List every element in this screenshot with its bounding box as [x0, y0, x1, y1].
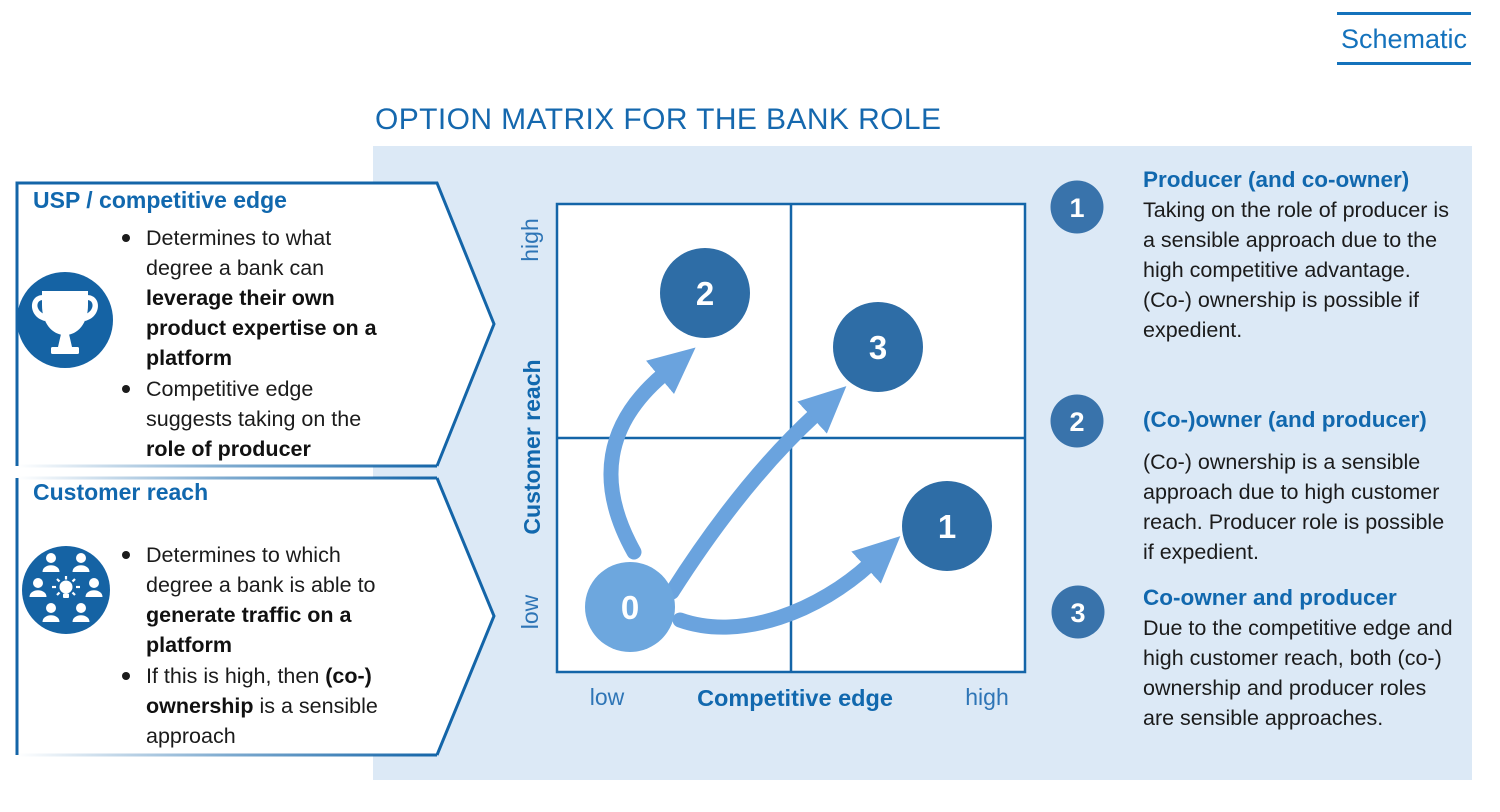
note-body: Taking on the role of producer is a sens… — [1143, 198, 1449, 342]
note-co-owner: (Co-)owner (and producer) (Co-) ownershi… — [1143, 407, 1471, 567]
x-axis-title: Competitive edge — [697, 685, 893, 711]
arrow-0-to-2 — [603, 347, 696, 560]
note-producer: Producer (and co-owner) Taking on the ro… — [1143, 167, 1471, 345]
badge-label-3: 3 — [1070, 598, 1085, 628]
callout-reach-border — [15, 477, 496, 756]
person-glyphs — [29, 553, 103, 622]
people-network-icon — [22, 546, 110, 634]
arrow-0-to-3 — [664, 386, 847, 600]
note-heading: Producer (and co-owner) — [1143, 167, 1410, 192]
note-body: (Co-) ownership is a sensible approach d… — [1143, 450, 1445, 564]
badge-circle-3 — [1051, 585, 1105, 639]
option-points: 0 1 2 3 — [585, 248, 992, 652]
matrix: high Customer reach low low Competitive … — [517, 202, 1027, 711]
bullet-text: If this is high, then (co-) ownership is… — [146, 664, 378, 748]
badge-circle-2 — [1050, 394, 1104, 448]
point-label-2: 2 — [696, 275, 714, 312]
point-label-3: 3 — [869, 329, 887, 366]
y-axis-low-label: low — [517, 594, 543, 629]
bullet-text: Competitive edge suggests taking on the … — [146, 377, 362, 461]
callout-usp-heading: USP / competitive edge — [33, 187, 287, 213]
point-circle-3 — [833, 302, 923, 392]
trophy-icon — [17, 272, 113, 368]
page-title: OPTION MATRIX FOR THE BANK ROLE — [375, 103, 942, 136]
bullet-marker — [122, 672, 130, 680]
callout-usp-bullets: Determines to what degree a bank can lev… — [122, 223, 406, 465]
lightbulb-glyph — [52, 576, 80, 598]
point-circle-1 — [902, 481, 992, 571]
callout-usp-border — [15, 181, 496, 467]
x-axis-low-label: low — [590, 684, 625, 710]
y-axis-title: Customer reach — [519, 359, 545, 534]
bullet-text: Determines to which degree a bank is abl… — [146, 543, 376, 657]
note-body: Due to the competitive edge and high cus… — [1143, 616, 1453, 730]
callout-reach-heading: Customer reach — [33, 479, 209, 505]
bullet-text: Determines to what degree a bank can lev… — [146, 226, 377, 370]
badge-label-2: 2 — [1069, 407, 1084, 437]
callout-reach-bullets: Determines to which degree a bank is abl… — [122, 540, 406, 752]
bullet-item: Competitive edge suggests taking on the … — [122, 374, 406, 464]
badge-label-1: 1 — [1069, 193, 1084, 223]
bullet-marker — [122, 385, 130, 393]
callout-usp-shape — [15, 181, 496, 468]
callout-reach-border-fade — [17, 476, 437, 757]
point-label-1: 1 — [938, 508, 956, 545]
note-heading: (Co-)owner (and producer) — [1143, 407, 1427, 432]
point-circle-2 — [660, 248, 750, 338]
bullet-marker — [122, 234, 130, 242]
callout-usp-fill — [17, 183, 494, 466]
note-badges: 1 2 3 — [1050, 180, 1105, 639]
point-circle-0 — [585, 562, 675, 652]
arrow-0-to-1 — [672, 536, 901, 635]
callout-reach-shape — [15, 476, 496, 757]
callout-reach-fill — [17, 478, 494, 755]
bullet-marker — [122, 551, 130, 559]
transition-arrows — [603, 347, 901, 635]
note-heading: Co-owner and producer — [1143, 585, 1397, 610]
point-label-0: 0 — [621, 589, 639, 626]
bullet-item: If this is high, then (co-) ownership is… — [122, 661, 406, 751]
bullet-item: Determines to what degree a bank can lev… — [122, 223, 406, 373]
y-axis-high-label: high — [517, 218, 543, 261]
badge-circle-1 — [1050, 180, 1104, 234]
bullet-item: Determines to which degree a bank is abl… — [122, 540, 406, 660]
x-axis-high-label: high — [965, 684, 1008, 710]
schematic-badge: Schematic — [1337, 12, 1471, 65]
note-co-owner-producer: Co-owner and producer Due to the competi… — [1143, 585, 1471, 733]
